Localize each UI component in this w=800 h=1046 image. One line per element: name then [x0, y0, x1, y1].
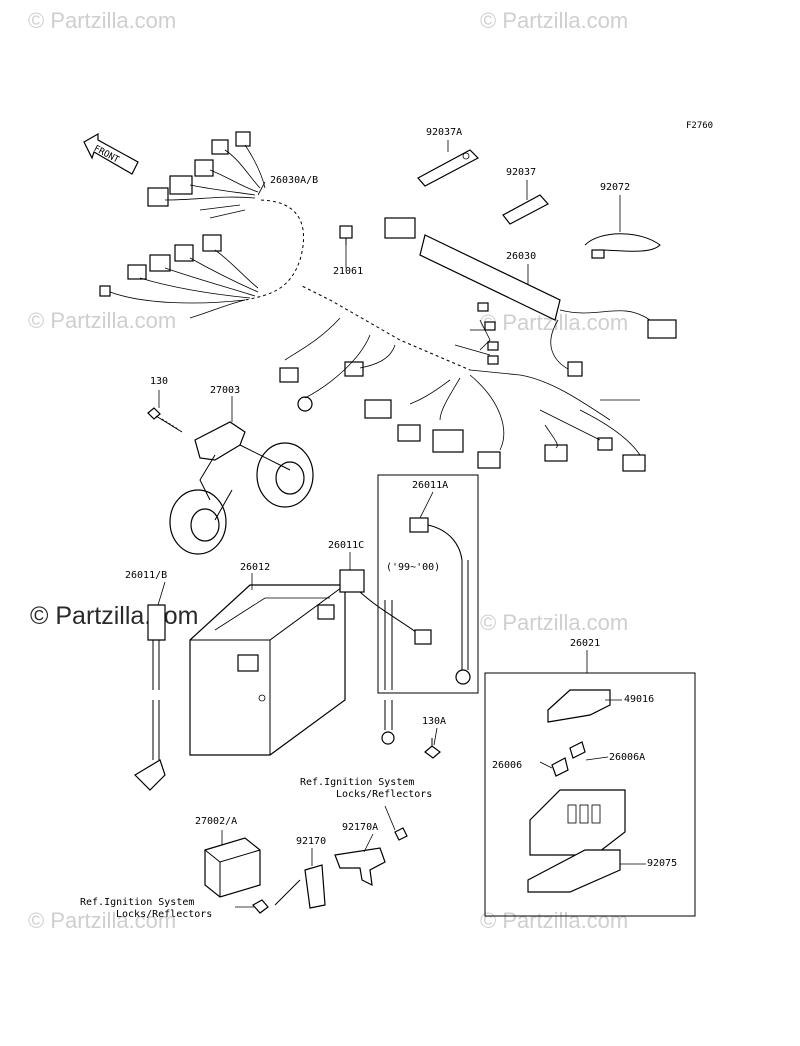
part-label-26030AB[interactable]: 26030A/B	[270, 175, 319, 186]
watermark: © Partzilla.com	[480, 8, 629, 33]
horn-27003	[169, 421, 314, 555]
ref-ignition-system-2[interactable]: Ref.Ignition System Locks/Reflectors	[80, 897, 212, 921]
part-label-26011C[interactable]: 26011C	[328, 540, 365, 551]
watermark: © Partzilla.com	[28, 908, 177, 933]
diagram-code: F2760	[686, 121, 714, 131]
part-label-26011A[interactable]: 26011A	[412, 480, 449, 491]
watermark-main: © Partzilla.com	[30, 602, 199, 630]
battery-26012	[189, 584, 346, 756]
watermark: © Partzilla.com	[28, 308, 177, 333]
ref-line-2: Locks/Reflectors	[336, 789, 433, 800]
watermark: © Partzilla.com	[480, 908, 629, 933]
part-label-26021[interactable]: 26021	[570, 638, 601, 649]
fusebox-26021-frame	[484, 672, 696, 917]
part-label-27002A[interactable]: 27002/A	[195, 816, 238, 827]
ref-ignition-system-1[interactable]: Ref.Ignition System Locks/Reflectors	[300, 777, 432, 801]
part-label-26011B[interactable]: 26011/B	[125, 570, 168, 581]
ref-line-1: Ref.Ignition System	[80, 897, 195, 908]
part-label-92037A[interactable]: 92037A	[426, 127, 463, 138]
bracket-92170A	[334, 827, 408, 887]
part-label-26012[interactable]: 26012	[240, 562, 271, 573]
cable-26011A-frame	[377, 474, 479, 694]
front-arrow-icon	[83, 132, 139, 175]
cable-26011C	[339, 569, 432, 745]
part-label-92072[interactable]: 92072	[600, 182, 631, 193]
harness-26030AB	[99, 131, 646, 472]
leader-lines	[157, 140, 646, 908]
part-label-26030[interactable]: 26030	[506, 251, 537, 262]
part-label-130[interactable]: 130	[150, 376, 169, 387]
bolt-130	[147, 407, 183, 433]
relay-27002A	[204, 837, 261, 898]
watermark: © Partzilla.com	[28, 8, 177, 33]
clip-21061	[339, 225, 353, 245]
part-label-92170A[interactable]: 92170A	[342, 822, 379, 833]
nut	[252, 899, 269, 914]
part-label-21061[interactable]: 21061	[333, 266, 364, 277]
cable-26011B	[134, 604, 166, 791]
part-label-92170[interactable]: 92170	[296, 836, 327, 847]
part-label-92075[interactable]: 92075	[647, 858, 678, 869]
tie-92072	[584, 233, 661, 259]
part-label-26006A[interactable]: 26006A	[609, 752, 646, 763]
harness-26030	[384, 217, 677, 377]
part-label-49016[interactable]: 49016	[624, 694, 655, 705]
band-92037A	[417, 149, 479, 187]
part-label-27003[interactable]: 27003	[210, 385, 241, 396]
watermark: © Partzilla.com	[480, 610, 629, 635]
bolt-130A	[424, 738, 441, 759]
part-label-130A[interactable]: 130A	[422, 716, 447, 727]
ref-line-1: Ref.Ignition System	[300, 777, 415, 788]
part-label-26011A-note: ('99~'00)	[386, 562, 441, 573]
band-92037	[502, 194, 549, 225]
bracket-92170	[274, 864, 326, 909]
part-label-92037[interactable]: 92037	[506, 167, 537, 178]
ref-line-2: Locks/Reflectors	[116, 909, 213, 920]
part-label-26006[interactable]: 26006	[492, 760, 523, 771]
